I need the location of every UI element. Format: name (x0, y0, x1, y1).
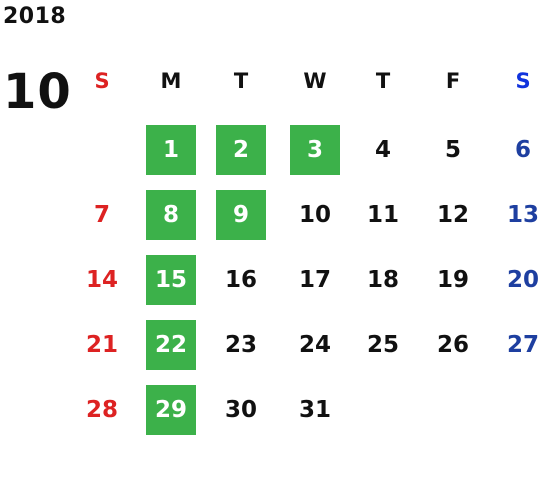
day-cell-25[interactable]: 25 (366, 332, 399, 358)
weekday-header-6: S (515, 69, 531, 93)
weekday-header-5: F (445, 69, 461, 93)
day-cell-26[interactable]: 26 (436, 332, 469, 358)
day-cell-19[interactable]: 19 (436, 267, 469, 293)
day-cell-12[interactable]: 12 (436, 202, 469, 228)
weekday-header-3: W (303, 69, 327, 93)
day-cell-30[interactable]: 30 (224, 397, 257, 423)
day-cell-5[interactable]: 5 (444, 137, 461, 163)
day-cell-23[interactable]: 23 (224, 332, 257, 358)
day-cell-14[interactable]: 14 (85, 267, 118, 293)
day-cell-18[interactable]: 18 (366, 267, 399, 293)
day-cell-22[interactable]: 22 (146, 320, 196, 370)
day-cell-31[interactable]: 31 (298, 397, 331, 423)
month-label: 10 (3, 64, 72, 120)
day-cell-4[interactable]: 4 (374, 137, 391, 163)
day-cell-7[interactable]: 7 (93, 202, 110, 228)
day-cell-29[interactable]: 29 (146, 385, 196, 435)
day-cell-24[interactable]: 24 (298, 332, 331, 358)
day-cell-28[interactable]: 28 (85, 397, 118, 423)
day-cell-10[interactable]: 10 (298, 202, 331, 228)
weekday-header-2: T (233, 69, 249, 93)
day-cell-6[interactable]: 6 (514, 137, 531, 163)
day-cell-20[interactable]: 20 (506, 267, 539, 293)
day-cell-21[interactable]: 21 (85, 332, 118, 358)
day-cell-1[interactable]: 1 (146, 125, 196, 175)
weekday-header-1: M (160, 69, 182, 93)
day-cell-16[interactable]: 16 (224, 267, 257, 293)
weekday-header-0: S (94, 69, 110, 93)
day-cell-11[interactable]: 11 (366, 202, 399, 228)
day-cell-17[interactable]: 17 (298, 267, 331, 293)
day-cell-3[interactable]: 3 (290, 125, 340, 175)
weekday-header-4: T (375, 69, 391, 93)
day-cell-8[interactable]: 8 (146, 190, 196, 240)
day-cell-13[interactable]: 13 (506, 202, 539, 228)
day-cell-27[interactable]: 27 (506, 332, 539, 358)
day-cell-2[interactable]: 2 (216, 125, 266, 175)
day-cell-15[interactable]: 15 (146, 255, 196, 305)
year-label: 2018 (3, 4, 67, 29)
day-cell-9[interactable]: 9 (216, 190, 266, 240)
